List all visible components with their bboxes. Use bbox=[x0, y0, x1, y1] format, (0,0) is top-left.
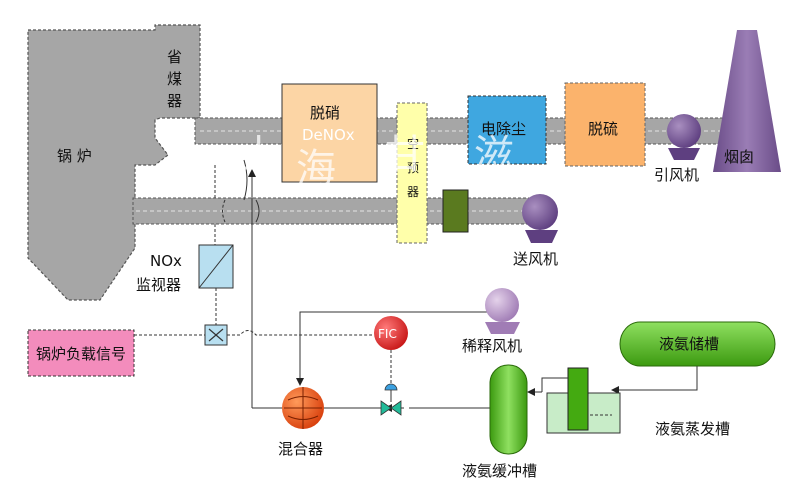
damper bbox=[442, 189, 469, 233]
buffer-tank bbox=[489, 364, 528, 455]
dilution-fan-label: 稀释风机 bbox=[462, 337, 522, 355]
buffer-tank-label: 液氨缓冲槽 bbox=[462, 462, 537, 480]
air-preheater-label-1: 空 bbox=[407, 137, 419, 151]
economizer-label-2: 煤 bbox=[167, 70, 182, 88]
fic-controller bbox=[374, 316, 408, 350]
esp bbox=[467, 95, 547, 165]
id-fan-label: 引风机 bbox=[654, 166, 699, 184]
watermark-char-3: 甘 bbox=[385, 132, 425, 178]
id-fan bbox=[667, 114, 701, 160]
stack-label: 烟囱 bbox=[724, 148, 754, 166]
fd-fan bbox=[522, 194, 558, 243]
boiler-load-signal-label: 锅炉负载信号 bbox=[36, 345, 126, 363]
mixer bbox=[282, 387, 324, 429]
nox-monitor bbox=[198, 244, 234, 289]
nox-monitor-label-1: NOx bbox=[150, 252, 182, 270]
fd-fan-label: 送风机 bbox=[513, 250, 558, 268]
watermark-char-2: 海 bbox=[296, 146, 336, 192]
dilution-fan bbox=[485, 288, 520, 334]
denox-label: 脱硝 bbox=[310, 104, 340, 122]
watermark-char-4: 滋 bbox=[474, 132, 514, 178]
control-valve bbox=[380, 383, 402, 416]
economizer-label-3: 器 bbox=[167, 92, 182, 110]
economizer-label-1: 省 bbox=[167, 48, 182, 66]
air-preheater-label-3: 器 bbox=[407, 185, 419, 199]
esp-label: 电除尘 bbox=[481, 120, 526, 138]
boiler-label: 锅 炉 bbox=[57, 147, 92, 165]
boiler-load-signal-box bbox=[27, 329, 135, 377]
air-preheater bbox=[396, 102, 428, 244]
mixer-label: 混合器 bbox=[278, 440, 323, 458]
watermark-char-1: 上 bbox=[240, 132, 280, 178]
ammonia-tank-label: 液氨储槽 bbox=[659, 335, 719, 353]
fgd bbox=[564, 82, 646, 167]
denox-reactor bbox=[281, 83, 378, 183]
stack bbox=[713, 30, 781, 172]
fic-label: FIC bbox=[378, 327, 397, 341]
boiler-body bbox=[27, 24, 201, 301]
multiplier-box bbox=[204, 324, 228, 346]
denox-sublabel: DeNOx bbox=[302, 126, 355, 144]
air-preheater-label-2: 预 bbox=[407, 161, 419, 175]
fgd-label: 脱硫 bbox=[588, 120, 618, 138]
evaporator bbox=[546, 367, 621, 434]
nox-monitor-label-2: 监视器 bbox=[136, 276, 181, 294]
evaporator-label: 液氨蒸发槽 bbox=[655, 420, 730, 438]
